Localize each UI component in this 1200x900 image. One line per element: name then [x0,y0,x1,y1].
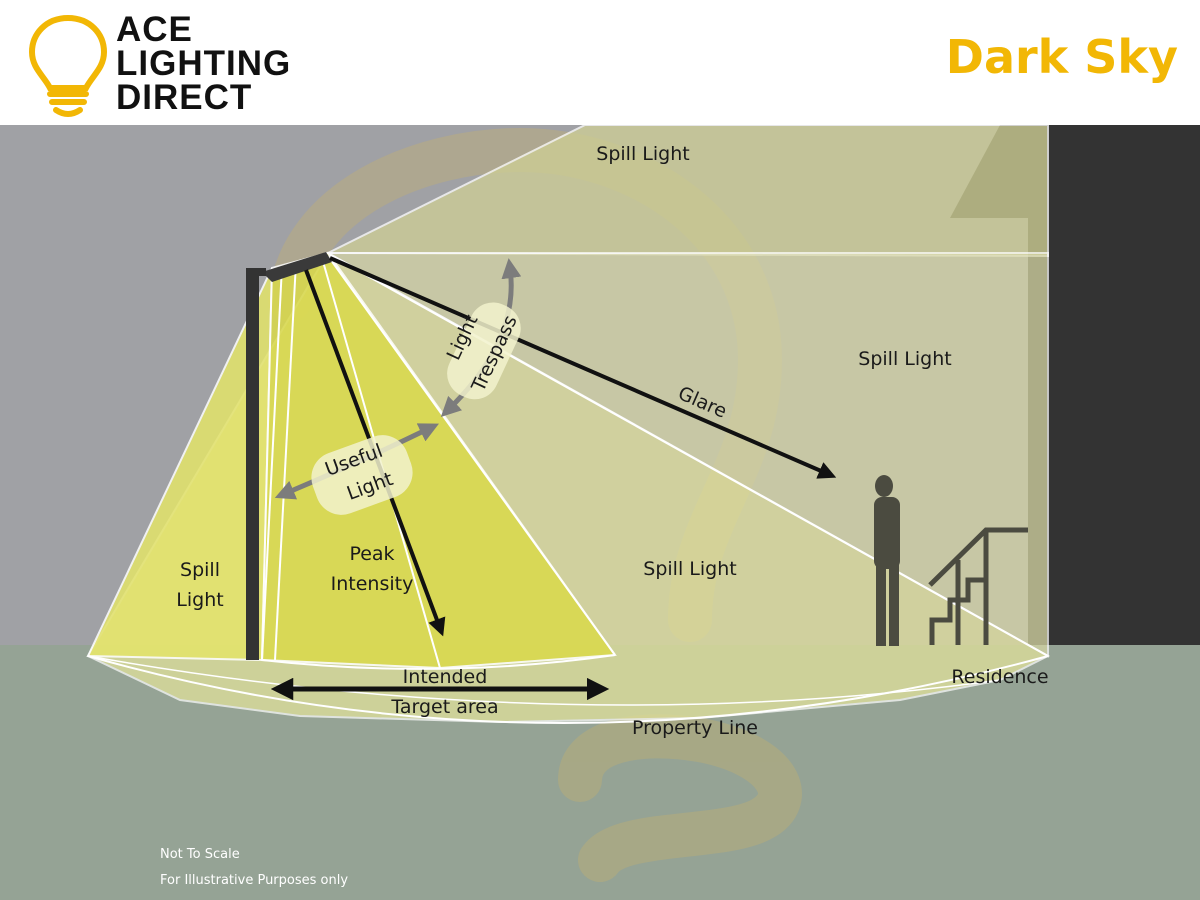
person-silhouette [874,475,900,646]
intended-target-label-1: Intended [403,666,488,688]
spill-light-right-label: Spill Light [858,348,951,370]
residence-label: Residence [951,666,1048,688]
spill-light-left-label-2: Light [176,589,223,611]
lightbulb-icon [28,14,108,117]
residence-stairs [928,527,1028,645]
brand-line-1: ACE [116,10,193,49]
intended-target-label-2: Target area [390,696,498,718]
spill-curve [87,655,1001,706]
light-trespass-pill [447,302,521,400]
footnote-line-1: Not To Scale [160,847,240,862]
property-line-curve [87,655,1049,724]
useful-light-pill [311,435,413,515]
pole-arm [246,268,266,276]
page-title: Dark Sky [945,30,1178,84]
header: ACE LIGHTING DIRECT Dark Sky [0,0,1200,125]
target-area-curve [261,654,616,670]
brand-line-2: LIGHTING [116,44,292,83]
footnote-line-2: For Illustrative Purposes only [160,873,348,888]
peak-intensity-label-1: Peak [349,543,394,565]
light-fixture [262,252,332,282]
peak-intensity-label-2: Intensity [331,573,414,595]
spill-light-left-label-1: Spill [180,559,220,581]
spill-light-middle-label: Spill Light [643,558,736,580]
spill-light-top-label: Spill Light [596,143,689,165]
light-pole [246,270,259,660]
glare-arrow [329,256,837,479]
property-line-label: Property Line [632,717,758,739]
brand-line-3: DIRECT [116,78,253,117]
